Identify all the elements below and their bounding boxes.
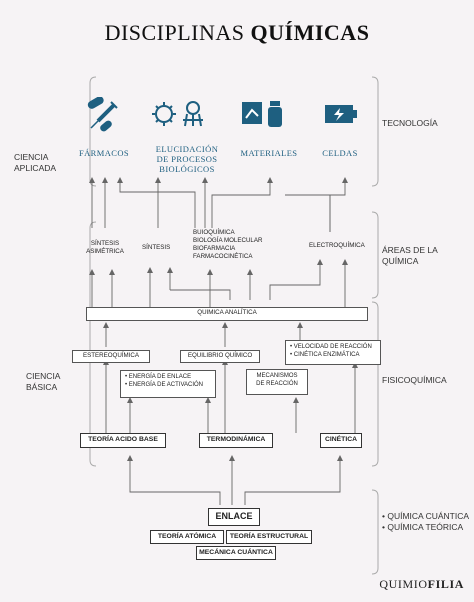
label-areas: ÁREAS DE LA QUÍMICA <box>382 245 438 266</box>
area-asymmetric-synthesis: SÍNTESIS ASIMÉTRICA <box>85 240 125 256</box>
brackets <box>89 76 379 575</box>
tech-bio-line3: BIOLÓGICOS <box>159 164 215 174</box>
title-bold: QUÍMICAS <box>250 20 370 45</box>
brand-light: QUIMIO <box>379 577 428 591</box>
area-synthesis: SÍNTESIS <box>142 244 171 251</box>
bacteria-virus-icon <box>152 101 203 127</box>
area-bio-4: FARMACOCINÉTICA <box>193 253 253 260</box>
area-bio-1: BUIOQUÍMICA <box>193 229 235 236</box>
label-technology: TECNOLOGÍA <box>382 118 438 128</box>
bond-box: ENLACE <box>208 508 260 526</box>
tech-cells: CELDAS <box>322 148 358 158</box>
atomic-theory-box: TEORÍA ATÓMICA <box>150 530 224 544</box>
area-electrochem: ELECTROQUÍMICA <box>309 242 365 249</box>
brand-bold: FILIA <box>427 577 464 591</box>
materials-bottle-icon <box>242 101 282 127</box>
acid-base-theory-box: TEORÍA ACIDO BASE <box>80 433 166 448</box>
area-asym-line1: SÍNTESIS <box>90 240 120 247</box>
tech-bio-line1: ELUCIDACIÓN <box>155 144 219 154</box>
tech-bio-line2: DE PROCESOS <box>156 154 218 164</box>
activation-energy-label: • ENERGÍA DE ACTIVACIÓN <box>125 382 204 388</box>
tech-pharma: FÁRMACOS <box>79 148 129 158</box>
velocity-label: • VELOCIDAD DE REACCIÓN <box>290 344 372 350</box>
label-theoretical: • QUÍMICA TEÓRICA <box>382 522 464 532</box>
arrows <box>89 177 358 505</box>
energy-box: • ENERGÍA DE ENLACE • ENERGÍA DE ACTIVAC… <box>120 370 216 398</box>
mech-line2: DE REACCIÓN <box>256 381 298 387</box>
stereochem-box: ESTEREOQUÍMICA <box>72 350 150 363</box>
mech-line1: MECANISMOS <box>256 373 298 379</box>
page-title: DISCIPLINAS QUÍMICAS <box>0 20 474 46</box>
bond-energy-label: • ENERGÍA DE ENLACE <box>125 374 192 380</box>
label-basic-science: CIENCIA BÁSICA <box>26 371 61 392</box>
title-light: DISCIPLINAS <box>104 20 245 45</box>
area-biochem: BUIOQUÍMICA BIOLOGÍA MOLECULAR BIOFARMAC… <box>193 229 262 261</box>
enzyme-label: • CINÉTICA ENZIMÁTICA <box>290 352 360 358</box>
label-applied-science: CIENCIA APLICADA <box>14 152 57 173</box>
brand-logo: QUIMIOFILIA <box>379 577 464 592</box>
kinetics-box: CINÉTICA <box>320 433 362 448</box>
label-physchem: FISICOQUÍMICA <box>382 375 447 385</box>
analytical-chemistry-box: QUIMICA ANALÍTICA <box>86 307 368 321</box>
area-bio-3: BIOFARMACIA <box>193 245 236 252</box>
area-bio-2: BIOLOGÍA MOLECULAR <box>193 237 263 244</box>
thermodynamics-box: TERMODINÁMICA <box>199 433 273 448</box>
pill-syringe-icon <box>87 97 118 132</box>
label-quantum: • QUÍMICA CUÁNTICA <box>382 511 470 521</box>
mechanisms-box: MECANISMOS DE REACCIÓN <box>246 369 308 395</box>
equilibrium-box: EQUILIBRIO QUÍMICO <box>180 350 260 363</box>
battery-icon <box>325 105 357 123</box>
kinetics-detail-box: • VELOCIDAD DE REACCIÓN • CINÉTICA ENZIM… <box>285 340 381 365</box>
tech-materials: MATERIALES <box>240 148 298 158</box>
tech-biological: ELUCIDACIÓN DE PROCESOS BIOLÓGICOS <box>140 144 234 174</box>
structural-theory-box: TEORÍA ESTRUCTURAL <box>226 530 312 544</box>
area-asym-line2: ASIMÉTRICA <box>86 248 124 255</box>
quantum-mechanics-box: MECÁNICA CUÁNTICA <box>196 546 276 560</box>
